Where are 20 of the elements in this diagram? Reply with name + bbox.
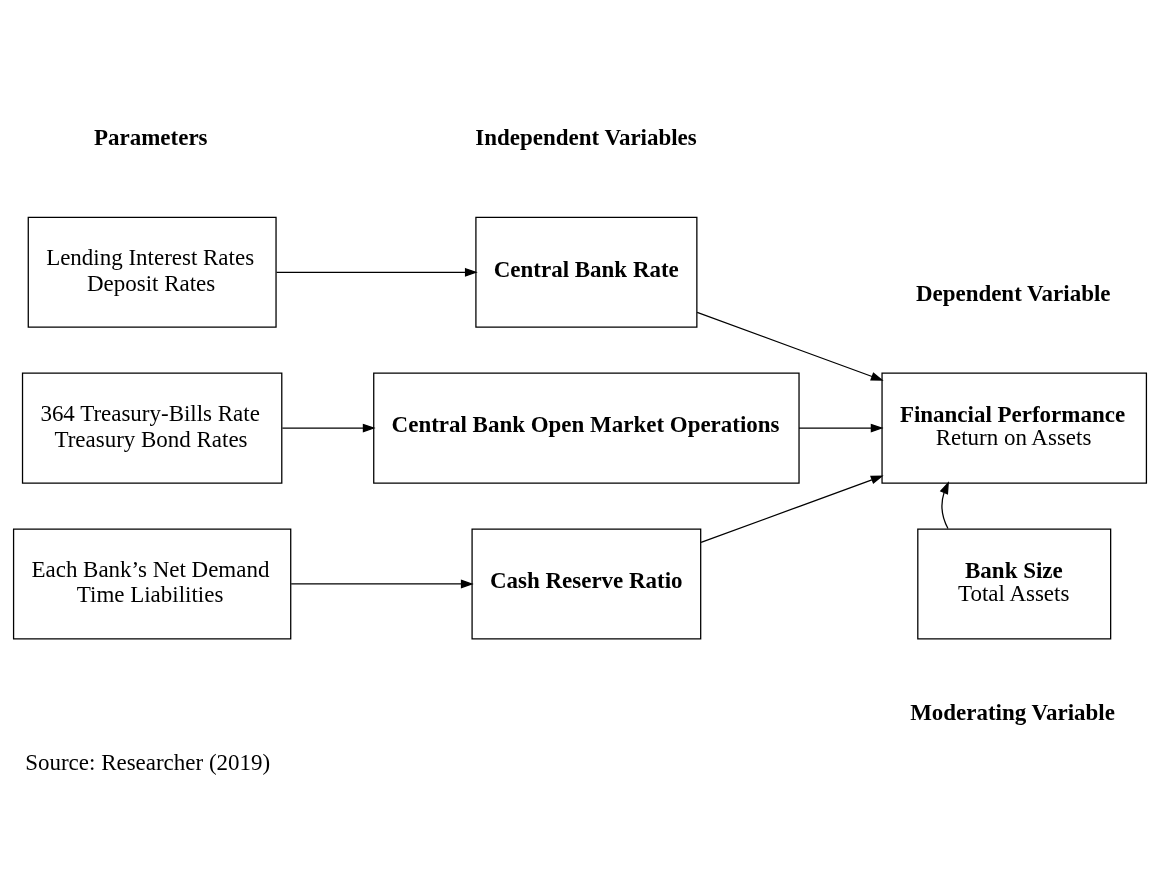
node-box: Bank Size Total Assets bbox=[917, 528, 1112, 640]
node-box: Central Bank Open Market Operations bbox=[373, 372, 800, 484]
caption: Source: Researcher (2019) bbox=[25, 749, 271, 775]
arrow bbox=[700, 475, 884, 544]
arrow bbox=[275, 267, 478, 277]
arrow bbox=[290, 579, 474, 589]
node-box: Central Bank Rate bbox=[475, 216, 698, 328]
node-label: Moderating Variable bbox=[910, 699, 1115, 725]
node-box: 364 Treasury-Bills Rate Treasury Bond Rates bbox=[21, 372, 283, 484]
label: Dependent Variable bbox=[915, 280, 1111, 306]
arrow bbox=[798, 423, 884, 433]
arrow bbox=[696, 311, 884, 381]
label: Parameters bbox=[94, 125, 208, 151]
node-box: Cash Reserve Ratio bbox=[471, 528, 702, 640]
node-box: Each Bank’s Net Demand Time Liabilities bbox=[12, 528, 292, 640]
node-box: Lending Interest Rates Deposit Rates bbox=[27, 216, 277, 328]
arrow bbox=[939, 481, 949, 530]
arrow bbox=[281, 423, 376, 433]
label: Independent Variables bbox=[475, 125, 697, 151]
node-box: Financial Performance Return on Assets bbox=[881, 372, 1148, 484]
